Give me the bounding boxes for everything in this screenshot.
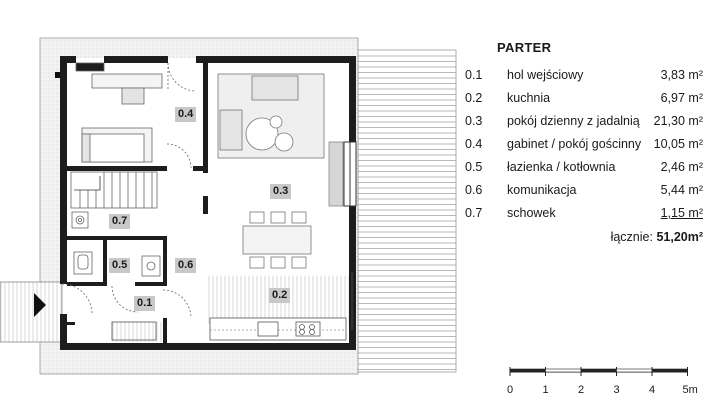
terrace-deck (357, 49, 457, 373)
stairs (70, 171, 158, 209)
study-furniture (75, 62, 163, 163)
legend-room-name: gabinet / pokój gościnny (507, 137, 642, 151)
room-label-0.2: 0.2 (269, 288, 291, 303)
legend-row: 0.4 gabinet / pokój gościnny 10,05 m² (465, 133, 703, 156)
legend-room-name: pokój dzienny z jadalnią (507, 114, 640, 128)
room-label-0.4: 0.4 (175, 107, 197, 122)
exterior-walls (60, 56, 356, 350)
legend-room-area: 3,83 m² (660, 68, 703, 82)
legend-total-value: 51,20m² (656, 230, 703, 244)
bathroom-fixtures (73, 251, 161, 277)
legend-room-area: 5,44 m² (660, 183, 703, 197)
legend-room-area: 6,97 m² (660, 91, 703, 105)
legend-room-number: 0.1 (465, 68, 483, 82)
scale-label: 2 (578, 384, 585, 396)
scale-label: 5m (682, 384, 698, 396)
legend-row: 0.7 schowek 1,15 m² (465, 202, 703, 225)
hall-floor (112, 322, 164, 342)
entrance-arrow (34, 293, 46, 317)
room-label-0.3: 0.3 (270, 184, 292, 199)
scale-label: 0 (507, 384, 514, 396)
legend-row: 0.3 pokój dzienny z jadalnią 21,30 m² (465, 110, 703, 133)
legend-room-area: 1,15 m² (660, 206, 703, 220)
wall-marker (55, 72, 60, 78)
legend-room-name: kuchnia (507, 91, 551, 105)
legend-room-number: 0.3 (465, 114, 483, 128)
legend-room-number: 0.7 (465, 206, 483, 220)
room-legend: PARTER 0.1 hol wejściowy 3,83 m² 0.2 kuchnia… (465, 40, 703, 249)
legend-row: 0.1 hol wejściowy 3,83 m² (465, 64, 703, 87)
legend-room-name: łazienka / kotłownia (507, 160, 616, 174)
legend-row: 0.6 komunikacja 5,44 m² (465, 179, 703, 202)
kitchen-counter (209, 317, 347, 341)
legend-room-area: 21,30 m² (653, 114, 703, 128)
legend-room-number: 0.4 (465, 137, 483, 151)
legend-row: 0.5 łazienka / kotłownia 2,46 m² (465, 156, 703, 179)
scale-label: 3 (613, 384, 620, 396)
legend-total: łącznie: 51,20m² (465, 225, 703, 249)
dining-set (242, 211, 312, 269)
room-label-0.6: 0.6 (175, 258, 197, 273)
storage-fixtures (71, 211, 89, 229)
legend-title: PARTER (497, 40, 552, 55)
scale-label: 4 (649, 384, 656, 396)
legend-row: 0.2 kuchnia 6,97 m² (465, 87, 703, 110)
right-window (328, 141, 357, 207)
interior-walls (67, 63, 208, 343)
legend-room-number: 0.6 (465, 183, 483, 197)
legend-room-area: 2,46 m² (660, 160, 703, 174)
room-label-0.5: 0.5 (109, 258, 131, 273)
entrance-porch (0, 281, 63, 343)
hall-bench (111, 321, 157, 341)
legend-room-name: hol wejściowy (507, 68, 584, 82)
door-swings (61, 62, 197, 319)
room-label-0.7: 0.7 (109, 214, 131, 229)
scale-label: 1 (542, 384, 549, 396)
living-room-furniture (217, 73, 325, 159)
legend-room-name: komunikacja (507, 183, 577, 197)
legend-room-name: schowek (507, 206, 556, 220)
legend-room-area: 10,05 m² (653, 137, 703, 151)
legend-room-number: 0.5 (465, 160, 483, 174)
room-label-0.1: 0.1 (134, 296, 156, 311)
legend-room-number: 0.2 (465, 91, 483, 105)
legend-total-label: łącznie: (610, 230, 653, 244)
floor-plan (0, 37, 457, 375)
